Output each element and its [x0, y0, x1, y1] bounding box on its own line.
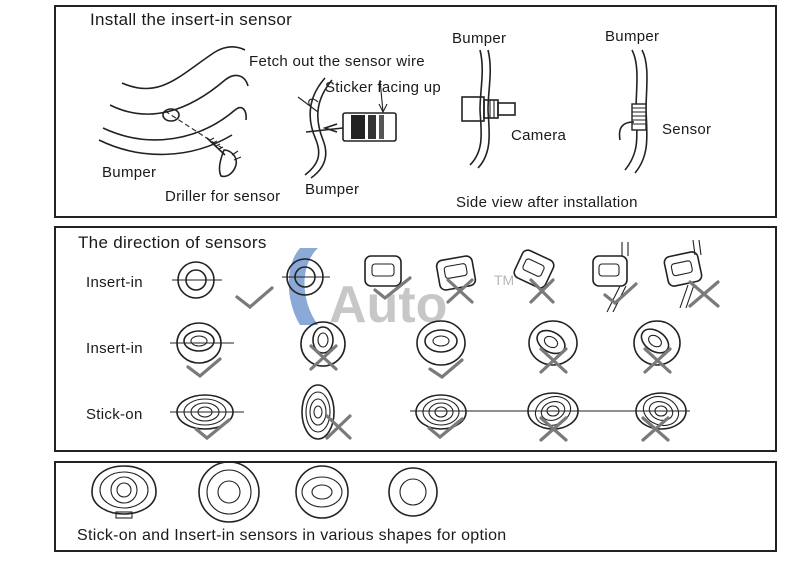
row1-sensor-wrong-3	[513, 249, 555, 304]
shape-round-flat	[198, 461, 260, 523]
bumper-curves-illustration	[98, 46, 249, 156]
cross-mark-icon	[309, 344, 338, 371]
sticker-label: Sticker facing up	[325, 79, 441, 96]
check-mark-icon	[186, 357, 222, 379]
bumper-label-camera: Bumper	[452, 30, 507, 47]
side-view-label: Side view after installation	[456, 194, 638, 211]
shapes-caption: Stick-on and Insert-in sensors in variou…	[77, 527, 507, 544]
row2-sensor-correct-2	[416, 320, 466, 380]
cross-mark-icon	[643, 347, 672, 374]
row2-sensor-wrong-3	[633, 320, 681, 374]
cross-mark-icon	[446, 278, 474, 304]
row-label-stick-on: Stick-on	[86, 406, 143, 423]
row1-sensor-wired-2	[663, 239, 720, 309]
direction-title: The direction of sensors	[78, 233, 267, 252]
driller-icon	[206, 137, 242, 178]
bumper-label-mid: Bumper	[305, 181, 360, 198]
shape-round-eye	[295, 465, 349, 519]
check-mark-icon	[427, 417, 464, 440]
row1-sensor-wrong-2	[435, 255, 477, 304]
fetch-wire-label: Fetch out the sensor wire	[249, 53, 425, 70]
row1-sensor-correct-2	[282, 258, 330, 296]
check-mark-icon	[373, 276, 412, 301]
install-title: Install the insert-in sensor	[90, 10, 293, 29]
check-mark-icon	[194, 418, 231, 441]
row2-sensor-wrong-2	[528, 320, 578, 374]
cross-mark-icon	[688, 280, 720, 308]
row3-sensor-correct-1	[170, 394, 244, 441]
cross-mark-icon	[529, 278, 555, 304]
row-label-insert-in-2: Insert-in	[86, 340, 143, 357]
row1-sensor-wrong-1	[364, 255, 412, 301]
check-mark-icon	[603, 282, 638, 306]
bumper-camera-section	[461, 49, 516, 169]
row1-sensor-correct-1	[172, 261, 274, 310]
shape-oval-stick-on	[91, 465, 157, 519]
cross-mark-icon	[325, 414, 352, 440]
bumper-label-sensor: Bumper	[605, 28, 660, 45]
watermark-brand-text: Auto	[329, 276, 447, 334]
row2-sensor-wrong-1	[300, 321, 346, 371]
driller-label: Driller for sensor	[165, 188, 281, 205]
camera-label: Camera	[511, 127, 567, 144]
bumper-sensor-section	[618, 49, 648, 174]
sensor-cylinder-icon	[342, 79, 397, 142]
bumper-label-left: Bumper	[102, 164, 157, 181]
row3-sensor-wrong-2	[527, 392, 579, 442]
row-label-insert-in-1: Insert-in	[86, 274, 143, 291]
check-mark-icon	[235, 286, 274, 310]
row3-sensor-correct-2	[415, 394, 467, 440]
watermark-tm: TM	[494, 272, 514, 288]
cross-mark-icon	[539, 347, 568, 374]
install-panel: Install the insert-in sensor Fetch out t…	[54, 5, 777, 218]
row3-sensor-wrong-1	[301, 384, 352, 440]
row1-sensor-wired-1	[592, 242, 638, 313]
shapes-panel: Stick-on and Insert-in sensors in variou…	[54, 461, 777, 552]
bumper-section-mid	[297, 77, 344, 179]
row2-sensor-correct-1	[170, 322, 234, 379]
sensor-label: Sensor	[662, 121, 712, 138]
row3-sensor-wrong-3	[635, 392, 687, 442]
check-mark-icon	[428, 358, 464, 380]
cross-mark-icon	[641, 416, 670, 442]
shape-round-small	[388, 467, 438, 517]
cross-mark-icon	[539, 416, 568, 442]
